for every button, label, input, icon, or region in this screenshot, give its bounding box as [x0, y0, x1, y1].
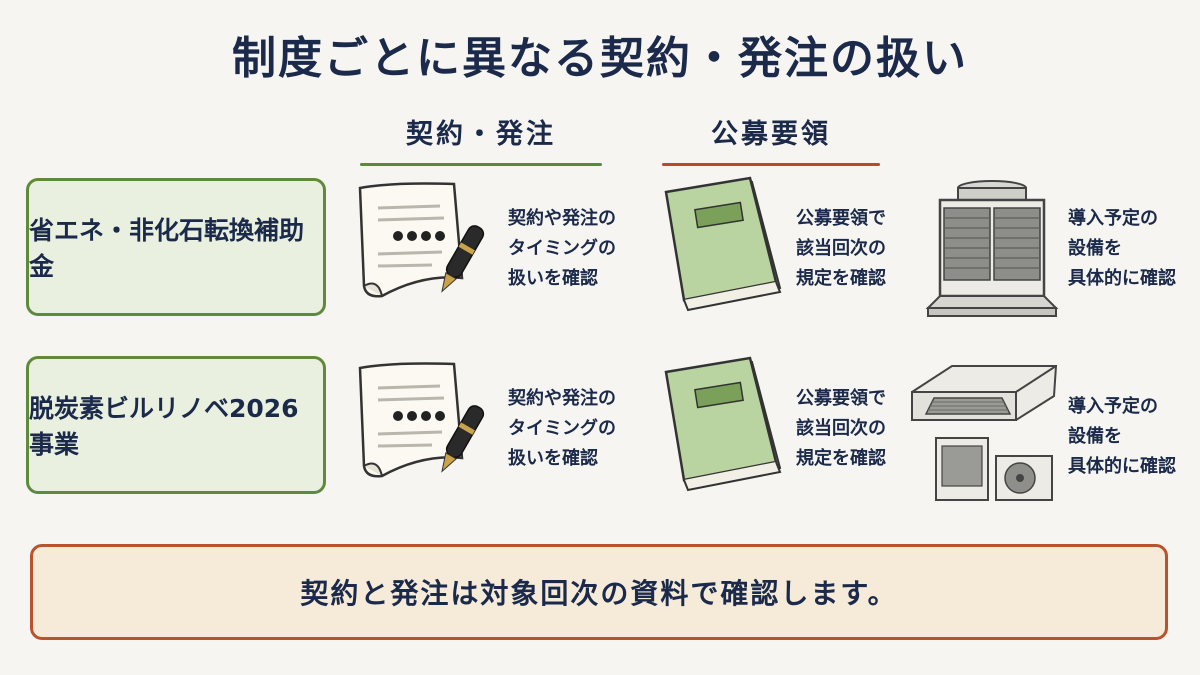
program-box-2: 脱炭素ビルリノベ2026事業 — [26, 356, 326, 494]
guidelines-note-2: 公募要領で 該当回次の 規定を確認 — [796, 384, 886, 474]
guidelines-book-icon — [664, 176, 782, 312]
equipment-note-2-line-3: 具体的に確認 — [1068, 456, 1176, 477]
guidelines-note-2-line-3: 規定を確認 — [796, 448, 886, 469]
equipment-note-2-line-1: 導入予定の — [1068, 396, 1158, 417]
equipment-note-1-line-1: 導入予定の — [1068, 208, 1158, 229]
guidelines-note-1-line-2: 該当回次の — [796, 238, 886, 259]
guidelines-note-1-line-3: 規定を確認 — [796, 268, 886, 289]
contract-note-2-line-3: 扱いを確認 — [508, 448, 598, 469]
guidelines-note-2-line-1: 公募要領で — [796, 388, 886, 409]
guidelines-note-1-line-1: 公募要領で — [796, 208, 886, 229]
contract-note-1-line-1: 契約や発注の — [508, 208, 616, 229]
equipment-note-1: 導入予定の 設備を 具体的に確認 — [1068, 204, 1176, 294]
equipment-note-2-line-2: 設備を — [1068, 426, 1122, 447]
equipment-note-2: 導入予定の 設備を 具体的に確認 — [1068, 392, 1176, 482]
column-header-contract-underline — [360, 163, 602, 166]
program-box-1: 省エネ・非化石転換補助金 — [26, 178, 326, 316]
program-label-1: 省エネ・非化石転換補助金 — [29, 216, 305, 281]
contract-note-1-line-3: 扱いを確認 — [508, 268, 598, 289]
program-label-2: 脱炭素ビルリノベ2026事業 — [29, 394, 299, 459]
contract-document-icon — [358, 182, 485, 298]
column-header-contract-label: 契約・発注 — [406, 119, 556, 150]
contract-note-1-line-2: タイミングの — [508, 238, 616, 259]
column-header-guidelines-underline — [662, 163, 880, 166]
guidelines-book-icon — [664, 356, 782, 492]
guidelines-note-1: 公募要領で 該当回次の 規定を確認 — [796, 204, 886, 294]
ceiling-cassette-ac-icon — [911, 365, 1058, 501]
rooftop-hvac-unit-icon — [925, 180, 1059, 317]
equipment-note-1-line-3: 具体的に確認 — [1068, 268, 1176, 289]
contract-note-2-line-2: タイミングの — [508, 418, 616, 439]
summary-text: 契約と発注は対象回次の資料で確認します。 — [300, 577, 898, 610]
column-header-contract: 契約・発注 — [360, 112, 602, 166]
summary-box: 契約と発注は対象回次の資料で確認します。 — [30, 544, 1168, 640]
guidelines-note-2-line-2: 該当回次の — [796, 418, 886, 439]
contract-note-2: 契約や発注の タイミングの 扱いを確認 — [508, 384, 616, 474]
equipment-note-1-line-2: 設備を — [1068, 238, 1122, 259]
contract-note-1: 契約や発注の タイミングの 扱いを確認 — [508, 204, 616, 294]
column-header-guidelines-label: 公募要領 — [711, 119, 831, 150]
contract-document-icon — [358, 362, 485, 478]
column-header-guidelines: 公募要領 — [662, 112, 880, 166]
contract-note-2-line-1: 契約や発注の — [508, 388, 616, 409]
page-title: 制度ごとに異なる契約・発注の扱い — [232, 33, 968, 84]
